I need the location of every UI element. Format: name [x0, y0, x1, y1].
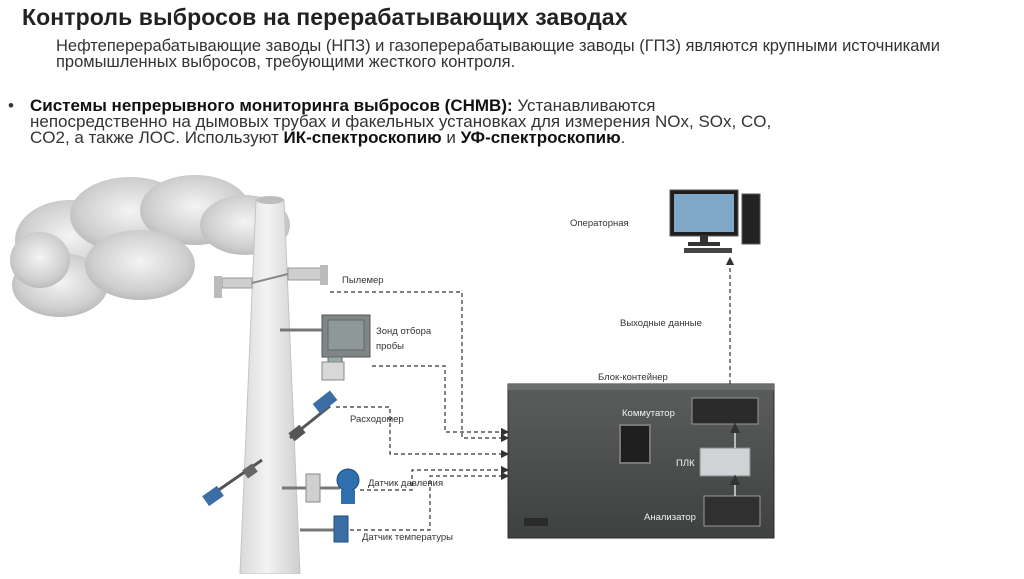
label-analyzer: Анализатор — [644, 512, 696, 523]
label-sample-probe: Зонд отбора пробы — [376, 324, 446, 354]
bullet-text-2: и — [442, 128, 461, 147]
diagram-graphic — [0, 170, 1024, 574]
bullet-item: • Системы непрерывного мониторинга выбро… — [8, 98, 788, 146]
label-output-data: Выходные данные — [620, 318, 702, 329]
label-temperature-sensor: Датчик температуры — [362, 532, 453, 543]
label-switch: Коммутатор — [622, 408, 675, 419]
label-dust-meter: Пылемер — [342, 275, 384, 286]
bullet-bold-ir: ИК-спектроскопию — [284, 128, 442, 147]
flow-meter-device — [288, 390, 337, 441]
operator-computer — [670, 190, 760, 253]
temperature-sensor-device — [300, 516, 348, 542]
slide-subtitle: Нефтеперерабатывающие заводы (НПЗ) и газ… — [56, 38, 1006, 70]
cems-diagram: Операторная Пылемер Зонд отбора пробы Вы… — [0, 170, 1024, 574]
label-plc: ПЛК — [676, 458, 695, 469]
label-operator-room: Операторная — [570, 218, 629, 229]
slide-title: Контроль выбросов на перерабатывающих за… — [22, 4, 628, 31]
label-flow-meter: Расходомер — [350, 414, 404, 425]
bullet-text-3: . — [621, 128, 626, 147]
label-container-block: Блок-контейнер — [598, 372, 668, 383]
bullet-bold-uv: УФ-спектроскопию — [461, 128, 621, 147]
label-pressure-sensor: Датчик давления — [368, 478, 443, 489]
smoke-cloud — [10, 175, 290, 317]
bullet-text: Системы непрерывного мониторинга выбросо… — [30, 98, 788, 146]
sample-probe-device — [280, 315, 370, 380]
bullet-dot: • — [8, 98, 14, 114]
